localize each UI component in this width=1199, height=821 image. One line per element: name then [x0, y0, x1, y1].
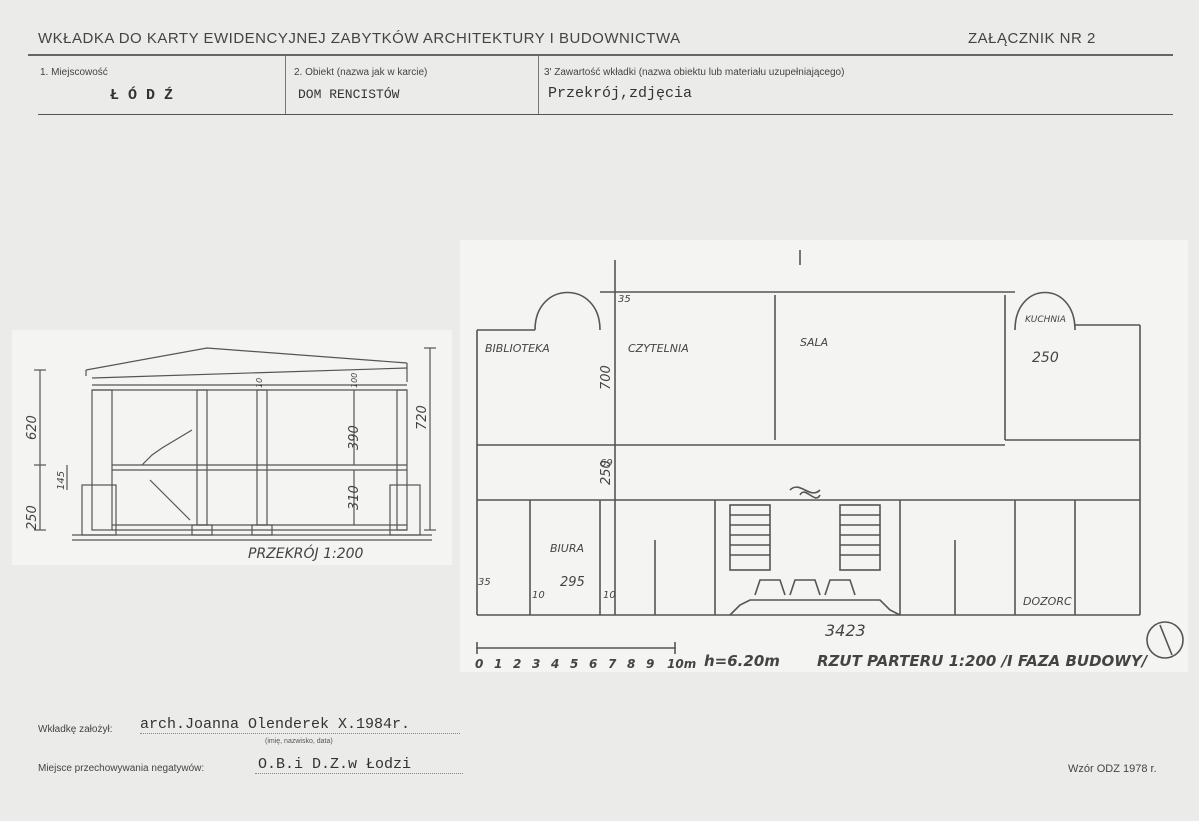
storage-value: O.B.i D.Z.w Łodzi [255, 756, 463, 774]
field-object-value: DOM RENCISTÓW [298, 87, 400, 102]
form-reference: Wzór ODZ 1978 r. [1068, 763, 1157, 775]
founder-value: arch.Joanna Olenderek X.1984r. [140, 716, 460, 734]
scale-tick-5: 5 [570, 657, 578, 671]
dim-250: 250 [25, 505, 40, 530]
field-locality-label: 1. Miejscowość [40, 67, 108, 78]
section-drawing: 620 145 250 720 390 310 100 10 PRZEKRÓJ … [25, 347, 436, 562]
scale-tick-10m: 10m [667, 657, 696, 671]
plan-photo: BIBLIOTEKA CZYTELNIA SALA KUCHNIA BIURA … [460, 240, 1188, 672]
field-locality-value: Ł Ó D Ź [110, 87, 174, 104]
storage-label: Miejsce przechowywania negatywów: [38, 763, 205, 774]
scale-tick-1: 1 [494, 657, 502, 671]
section-caption: PRZEKRÓJ 1:200 [248, 544, 364, 562]
founder-label: Wkładkę założył: [38, 724, 113, 735]
scale-tick-8: 8 [627, 657, 635, 671]
scale-tick-9: 9 [646, 657, 654, 671]
field-contents-label: 3' Zawartość wkładki (nazwa obiektu lub … [544, 67, 845, 78]
dim-310: 310 [347, 485, 362, 510]
scale-tick-3: 3 [532, 657, 540, 671]
plan-dim-250b: 250 [599, 460, 614, 485]
field-contents-value: Przekrój,zdjęcia [548, 85, 693, 102]
room-sala: SALA [800, 336, 828, 349]
dim-720: 720 [415, 405, 430, 430]
scale-ticks: 0 1 2 3 4 5 6 7 8 9 10m [475, 657, 696, 671]
room-kuchnia: KUCHNIA [1025, 315, 1066, 325]
fields-rule [38, 114, 1173, 115]
scale-tick-6: 6 [589, 657, 597, 671]
plan-dim-10b: 10 [603, 590, 616, 601]
plan-dim-10a: 10 [532, 590, 545, 601]
plan-drawing: BIBLIOTEKA CZYTELNIA SALA KUCHNIA BIURA … [475, 250, 1184, 671]
dim-620: 620 [25, 415, 40, 440]
dim-10: 10 [255, 378, 264, 388]
scale-tick-0: 0 [475, 657, 483, 671]
plan-dim-700: 700 [599, 365, 614, 390]
field-divider-2 [538, 56, 539, 114]
dim-100: 100 [350, 373, 359, 388]
annex-number: ZAŁĄCZNIK NR 2 [968, 30, 1096, 47]
field-object-label: 2. Obiekt (nazwa jak w karcie) [294, 67, 428, 78]
scale-tick-7: 7 [608, 657, 617, 671]
section-photo: 620 145 250 720 390 310 100 10 PRZEKRÓJ … [12, 330, 452, 565]
form-title: WKŁADKA DO KARTY EWIDENCYJNEJ ZABYTKÓW A… [38, 30, 681, 47]
dim-145: 145 [56, 471, 67, 490]
plan-dim-69: 69 [600, 458, 613, 469]
plan-dim-total: 3423 [825, 621, 866, 640]
dim-390: 390 [347, 425, 362, 450]
scale-tick-2: 2 [513, 657, 521, 671]
plan-dim-295: 295 [560, 575, 585, 590]
room-biblioteka: BIBLIOTEKA [485, 342, 550, 355]
plan-dim-35: 35 [618, 294, 631, 305]
room-czytelnia: CZYTELNIA [628, 342, 689, 355]
scale-tick-4: 4 [550, 657, 559, 671]
room-biura: BIURA [550, 542, 584, 555]
header-rule [28, 54, 1173, 56]
plan-dim-35b: 35 [478, 577, 491, 588]
plan-height-note: h=6.20m [704, 652, 780, 670]
field-divider-1 [285, 56, 286, 114]
plan-caption: RZUT PARTERU 1:200 /I FAZA BUDOWY/ [817, 652, 1149, 670]
room-dozorca: DOZORC [1023, 595, 1072, 608]
founder-note: (imię, nazwisko, data) [265, 738, 333, 745]
plan-dim-250: 250 [1032, 350, 1059, 366]
